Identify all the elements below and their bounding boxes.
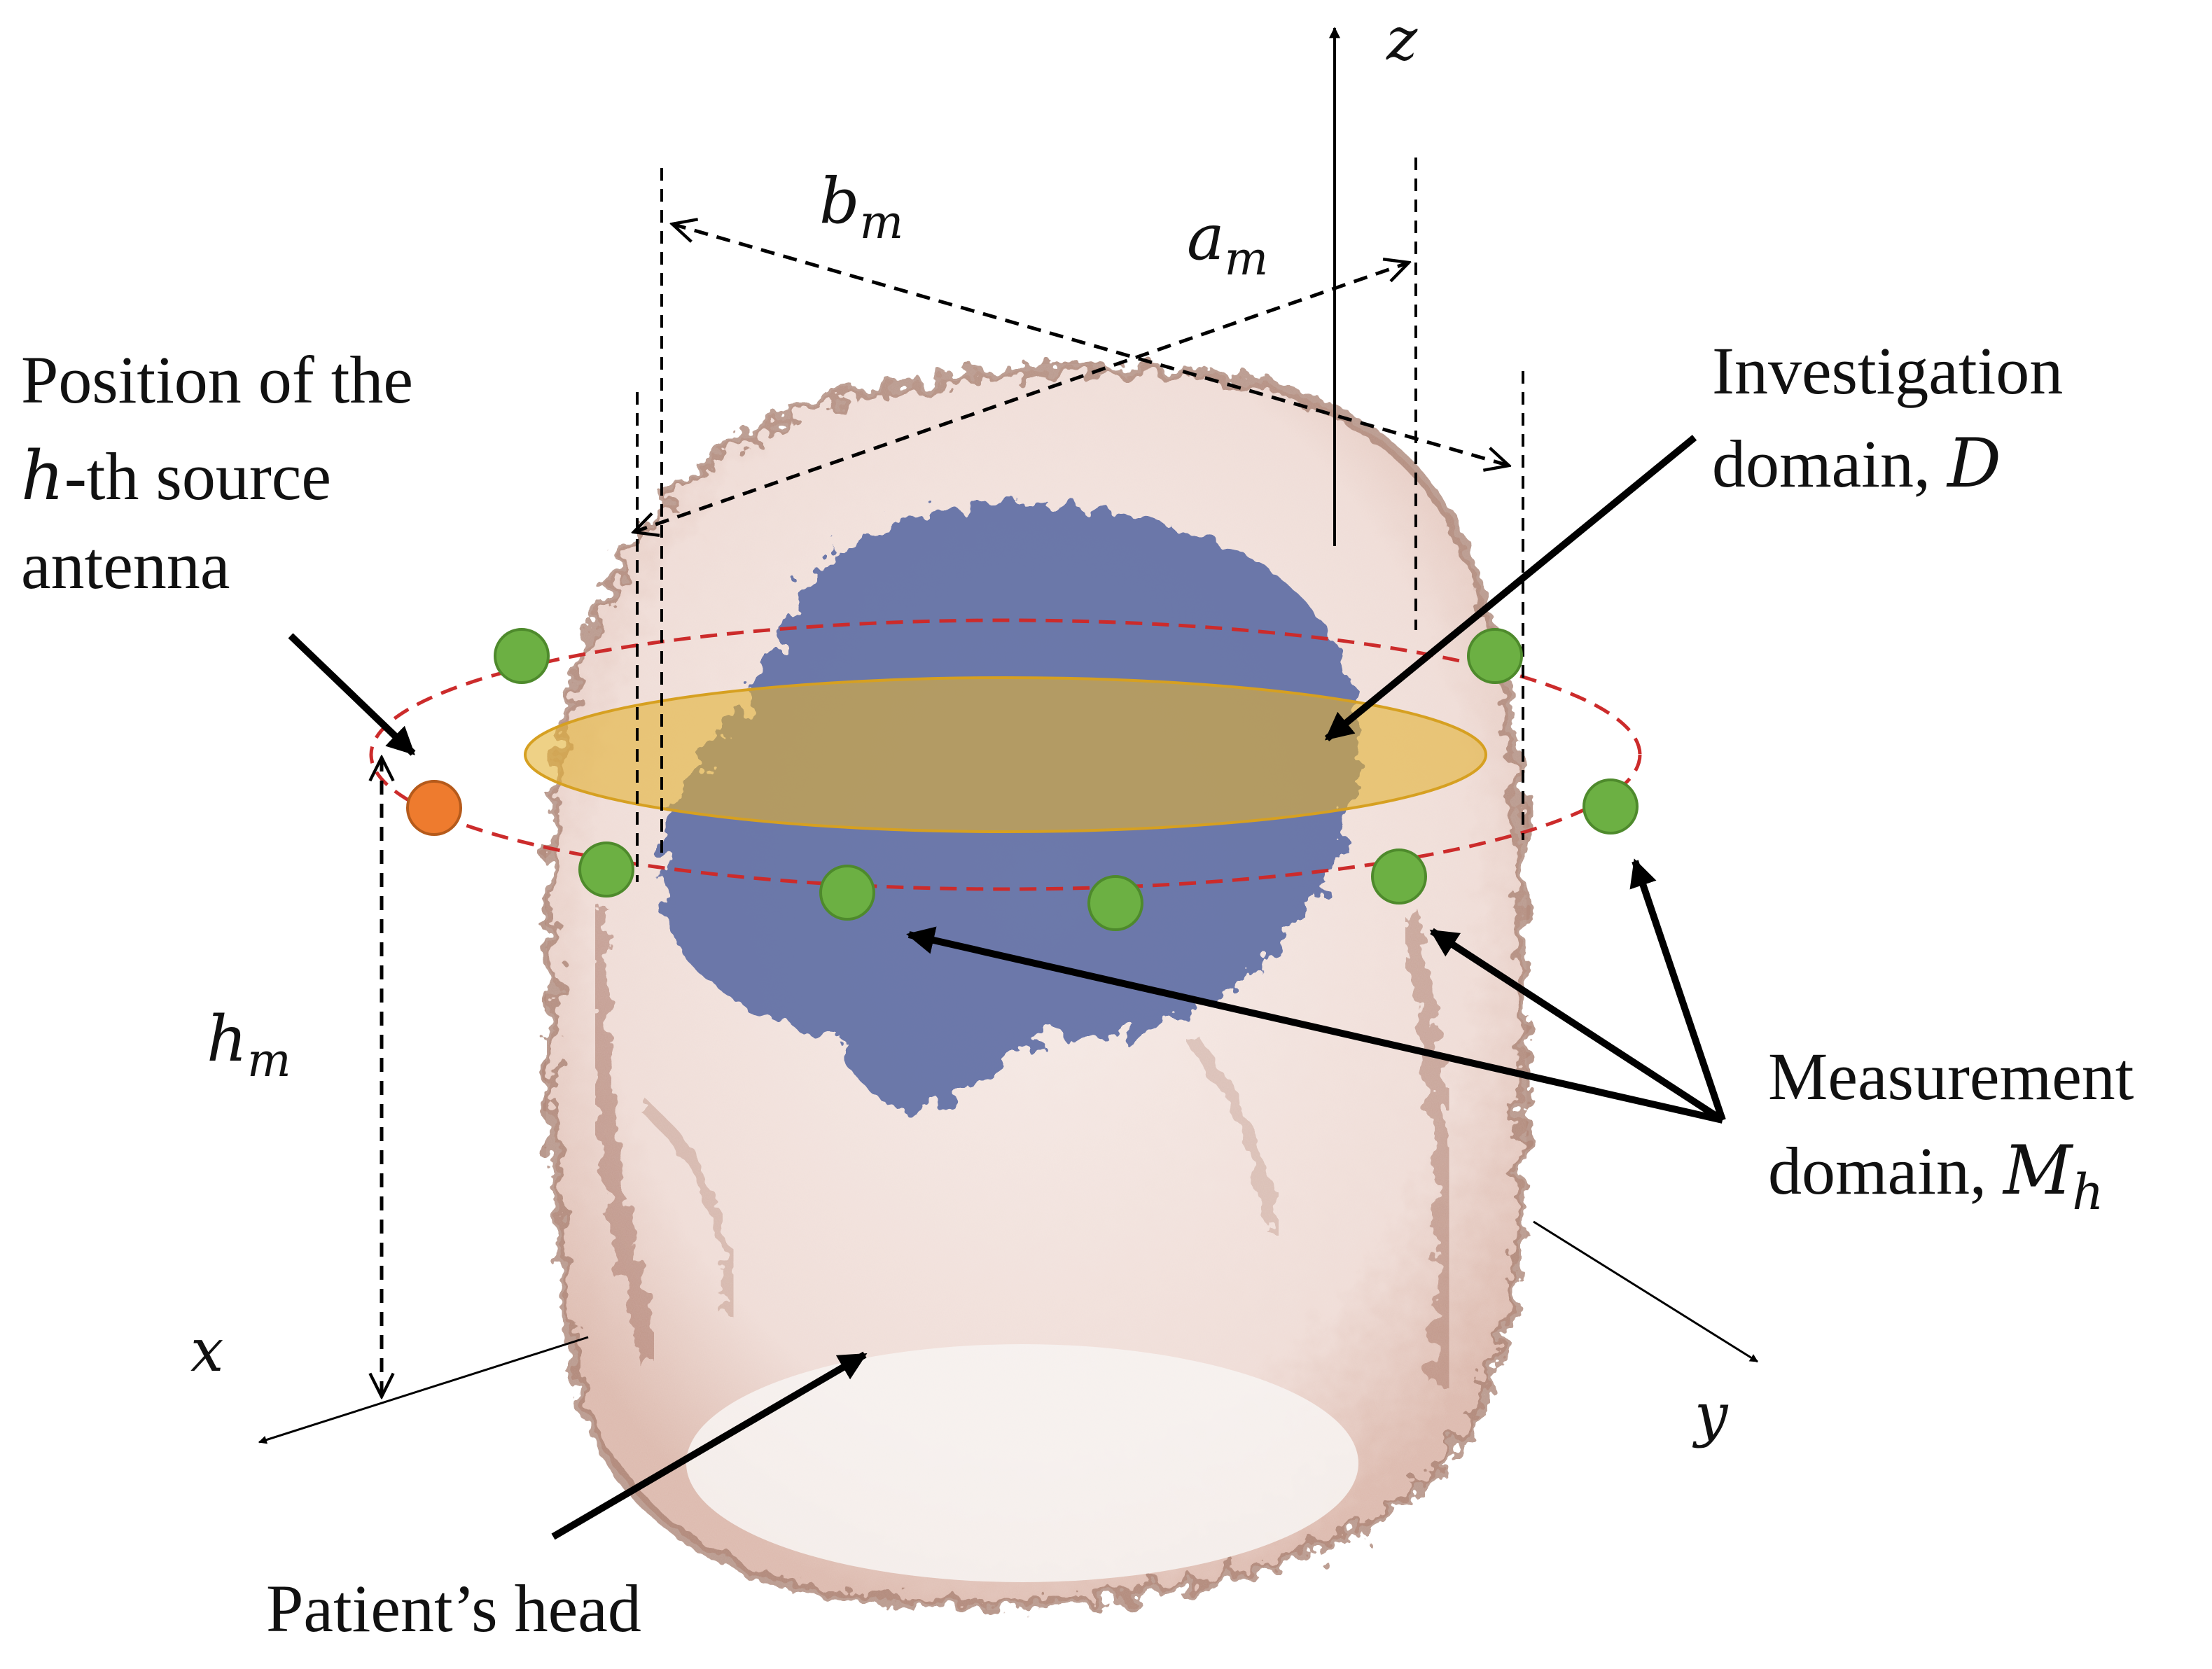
measurement-ring bbox=[369, 618, 1642, 891]
h-m-label: hm bbox=[207, 1003, 291, 1087]
measurement-antenna bbox=[494, 628, 550, 684]
callout-labels: Position of the h-th source antenna Inve… bbox=[21, 333, 2134, 1646]
y-axis-label: y bbox=[1692, 1381, 1729, 1449]
x-axis-line bbox=[258, 1336, 589, 1444]
dimension-labels: bm am hm bbox=[207, 165, 1268, 1087]
measurement-label-line2: domain, Mh bbox=[1768, 1131, 2103, 1221]
dimension-arrows bbox=[382, 224, 1509, 1397]
callout-arrows bbox=[288, 435, 1726, 1540]
y-axis-line bbox=[1533, 1220, 1759, 1363]
measurement-label-line1: Measurement bbox=[1768, 1039, 2134, 1114]
source-callout-arrow bbox=[288, 633, 416, 756]
measurement-antenna bbox=[578, 842, 634, 898]
source-label-line1: Position of the bbox=[21, 342, 413, 417]
patient-head-label: Patient’s head bbox=[266, 1571, 641, 1646]
b-m-label: bm bbox=[819, 165, 903, 249]
a-m-label: am bbox=[1187, 201, 1268, 286]
measurement-antenna bbox=[1371, 849, 1427, 905]
investigation-domain-ellipse bbox=[524, 676, 1487, 833]
a-dimension-arrow bbox=[634, 263, 1409, 532]
measurement-callout-arrow-3 bbox=[1629, 858, 1726, 1122]
investigation-label-line1: Investigation bbox=[1712, 333, 2063, 408]
source-antenna bbox=[406, 780, 462, 836]
measurement-callout-arrow-1 bbox=[906, 926, 1724, 1124]
measurement-antenna bbox=[1467, 628, 1523, 684]
measurement-antenna bbox=[1583, 778, 1639, 834]
x-axis-label: x bbox=[190, 1316, 223, 1385]
source-label-line2: h-th source bbox=[21, 437, 331, 515]
z-axis-label: z bbox=[1386, 5, 1418, 74]
measurement-callout-arrow-2 bbox=[1429, 928, 1725, 1124]
investigation-callout-arrow bbox=[1324, 435, 1697, 741]
investigation-label-line2: domain, D bbox=[1712, 424, 2001, 503]
antennas bbox=[406, 628, 1639, 931]
measurement-antenna bbox=[819, 865, 875, 921]
head-callout-arrow bbox=[551, 1351, 868, 1540]
measurement-antenna bbox=[1087, 875, 1143, 931]
source-label-line3: antenna bbox=[21, 528, 230, 603]
